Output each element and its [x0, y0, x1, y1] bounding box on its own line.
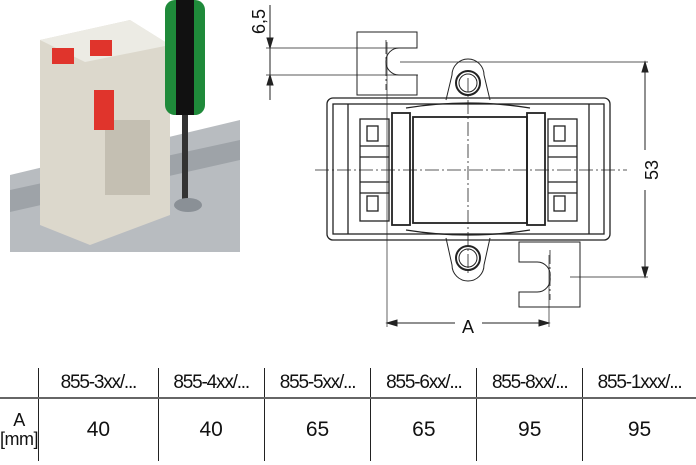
release-tab	[52, 48, 74, 64]
top-terminal	[356, 31, 418, 96]
dim-height-label: 53	[642, 160, 662, 180]
dim-width-label: A	[462, 317, 474, 337]
column-header: 855-5xx/...	[263, 368, 371, 398]
center-lines	[315, 40, 627, 300]
column-header: 855-8xx/...	[476, 368, 583, 398]
dimension-drawing: 6,5 53	[249, 5, 662, 337]
conductor-opening	[105, 120, 150, 195]
table-cell: 65	[263, 398, 371, 461]
device-outline	[326, 97, 611, 241]
dim-top-gap-label: 6,5	[249, 9, 269, 34]
table-cell: 40	[38, 398, 159, 461]
table-cell: 95	[582, 398, 696, 461]
column-header: 855-6xx/...	[370, 368, 477, 398]
table-row: A[mm] 40 40 65 65 95 95	[0, 398, 696, 461]
column-header: 855-1xxx/...	[582, 368, 696, 398]
table-cell: 95	[476, 398, 583, 461]
row-label-a: A	[13, 410, 25, 430]
dim-height: 53	[400, 60, 662, 279]
product-photo	[10, 0, 240, 252]
dim-top-gap: 6,5	[249, 5, 418, 100]
release-tab	[90, 40, 112, 56]
release-slot-icon	[553, 125, 566, 142]
column-header: 855-3xx/...	[38, 368, 159, 398]
table-header-row: 855-3xx/... 855-4xx/... 855-5xx/... 855-…	[0, 368, 696, 398]
column-header: 855-4xx/...	[157, 368, 265, 398]
release-tab	[94, 90, 114, 130]
dim-width: A	[385, 42, 551, 337]
table-cell: 65	[370, 398, 477, 461]
release-slot-icon	[366, 125, 379, 142]
screwdriver-shaft	[182, 115, 188, 200]
dimension-table: 855-3xx/... 855-4xx/... 855-5xx/... 855-…	[0, 368, 696, 461]
row-label-unit: [mm]	[0, 429, 39, 449]
row-label: A[mm]	[0, 398, 39, 461]
release-slot-icon	[366, 195, 379, 212]
table-cell: 40	[157, 398, 265, 461]
release-slot-icon	[553, 195, 566, 212]
bottom-terminal	[518, 241, 581, 308]
